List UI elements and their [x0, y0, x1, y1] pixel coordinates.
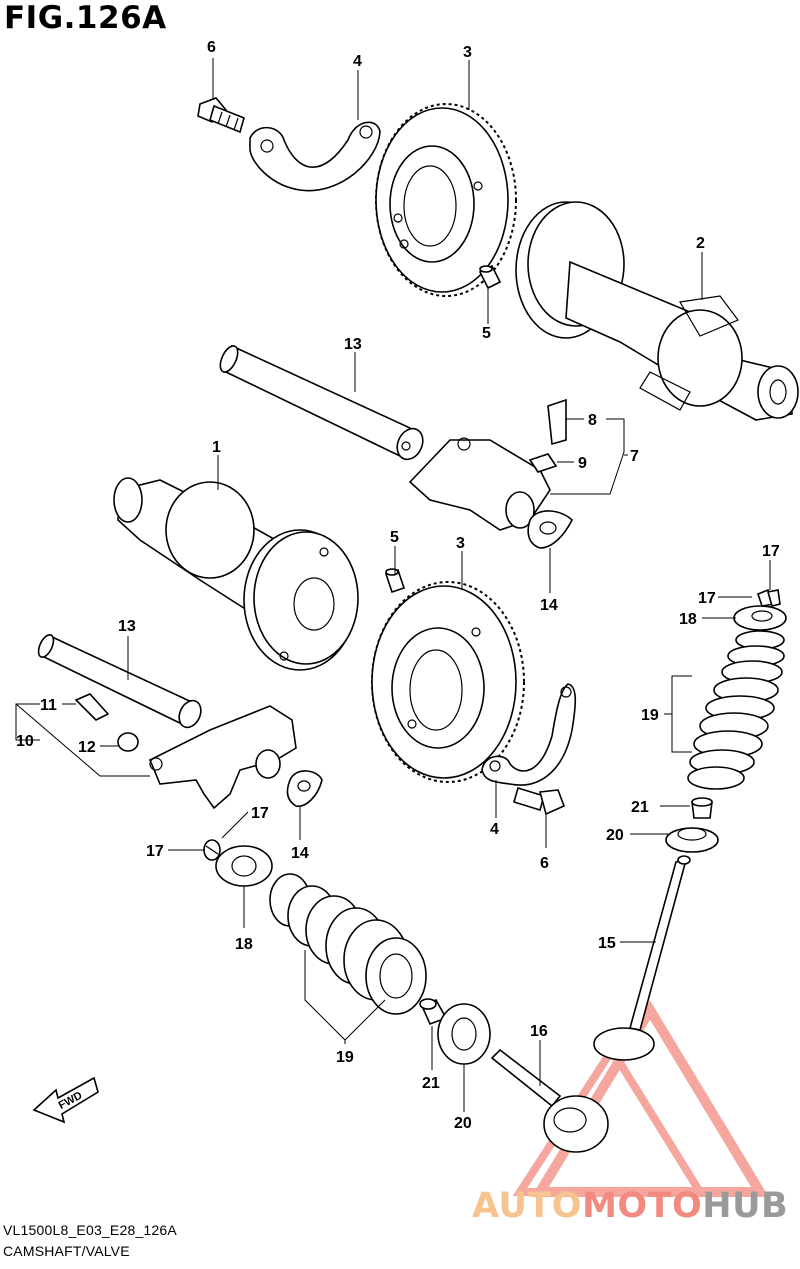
- valve-stem-seal-left: [419, 998, 448, 1026]
- valve-cotter-left: [203, 839, 221, 861]
- callout-8: 8: [588, 412, 597, 429]
- rocker-arm-low: [74, 693, 297, 810]
- callout-21-left: 21: [422, 1075, 440, 1092]
- callout-labels: 6 4 3 2 5 13 8 9 7 1 14 5 3 13 11 10 12 …: [16, 39, 780, 1132]
- callout-10: 10: [16, 733, 34, 750]
- valve-stem-seal-right: [691, 797, 713, 819]
- leader-lines: [15, 58, 771, 1112]
- bolt-top: [197, 97, 245, 134]
- valve-springs-right: [687, 630, 785, 790]
- callout-18-right: 18: [679, 611, 697, 628]
- spring-retainer-left: [215, 845, 273, 887]
- fwd-arrow-icon: [32, 1076, 99, 1124]
- spring-retainer-right: [733, 605, 787, 631]
- callout-20-left: 20: [454, 1115, 472, 1132]
- callout-13-top: 13: [344, 336, 362, 353]
- callout-5-mid: 5: [390, 529, 399, 546]
- callout-2: 2: [696, 235, 705, 252]
- callout-16: 16: [530, 1023, 548, 1040]
- camshaft-rear: [515, 201, 799, 421]
- callout-9: 9: [578, 455, 587, 472]
- callout-7: 7: [630, 448, 639, 465]
- valve-springs-left: [269, 873, 427, 1015]
- spring-seat-right: [665, 827, 719, 853]
- cam-chain-guide-top: [527, 510, 573, 549]
- callout-19-left: 19: [336, 1049, 354, 1066]
- callout-19-right: 19: [641, 707, 659, 724]
- callout-4-top: 4: [353, 53, 362, 70]
- callout-15: 15: [598, 935, 616, 952]
- cam-plate-low: [481, 683, 577, 786]
- callout-18-left: 18: [235, 936, 253, 953]
- figure-code: VL1500L8_E03_E28_126A: [3, 1222, 177, 1238]
- watermark-part-b: MOTO: [582, 1186, 703, 1226]
- callout-17-mid: 17: [251, 805, 269, 822]
- callout-11: 11: [40, 697, 57, 714]
- rocker-arm-top: [408, 398, 567, 531]
- callout-12: 12: [78, 739, 96, 756]
- watermark-part-a: AUTO: [472, 1186, 583, 1226]
- cam-chain-guide-mid: [286, 770, 323, 807]
- callout-21-right: 21: [631, 799, 649, 816]
- camshaft-front: [113, 477, 359, 671]
- rocker-shaft-low: [37, 634, 202, 729]
- callout-14-right: 14: [540, 597, 558, 614]
- callout-1: 1: [212, 439, 221, 456]
- spring-seat-left: [437, 1003, 491, 1065]
- callout-5-top: 5: [482, 325, 491, 342]
- callout-14-mid: 14: [291, 845, 309, 862]
- callout-20-right: 20: [606, 827, 624, 844]
- dowel-pin-top: [478, 264, 502, 290]
- figure-caption: CAMSHAFT/VALVE: [3, 1243, 130, 1259]
- intake-valve: [593, 855, 691, 1061]
- bolt-low: [513, 786, 566, 816]
- exhaust-valve: [490, 1048, 609, 1153]
- figure-title: FIG.126A: [4, 0, 167, 36]
- cam-plate-top: [249, 121, 381, 192]
- callout-6-top: 6: [207, 39, 216, 56]
- callout-3-top: 3: [463, 44, 472, 61]
- callout-3-mid: 3: [456, 535, 465, 552]
- callout-4-low: 4: [490, 821, 499, 838]
- callout-13-left: 13: [118, 618, 136, 635]
- watermark-part-c: HUB: [702, 1186, 789, 1226]
- callout-17-right: 17: [698, 590, 716, 607]
- rocker-shaft-top: [219, 344, 424, 461]
- callout-6-low: 6: [540, 855, 549, 872]
- gear-top: [375, 103, 517, 297]
- gear-mid: [371, 581, 525, 783]
- valve-cotter-right: [757, 588, 781, 607]
- callout-17-right-top: 17: [762, 543, 780, 560]
- watermark-text: AUTOMOTOHUB: [472, 1186, 788, 1226]
- callout-17-left: 17: [146, 843, 164, 860]
